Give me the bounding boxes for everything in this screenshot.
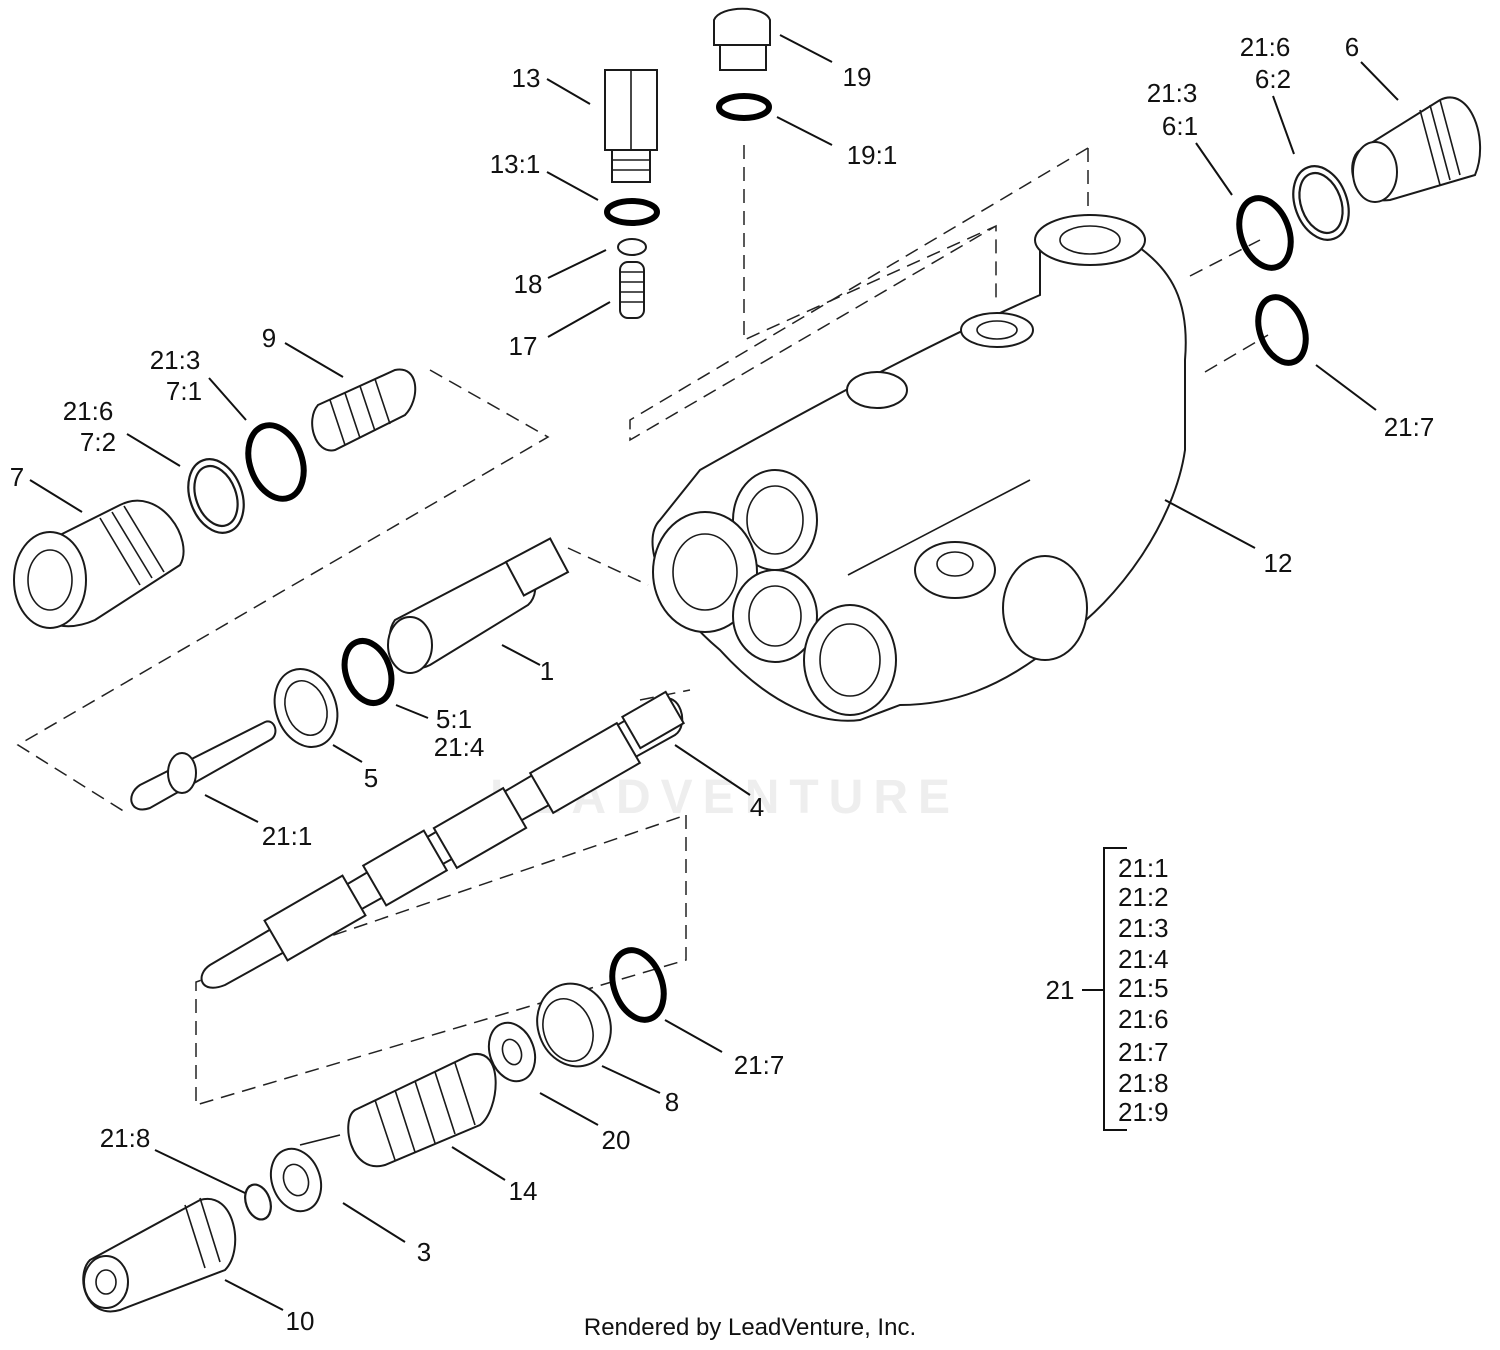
kit-21-list: 21 21:1 21:2 21:3 21:4 21:5 21:6 21:7 21… — [1046, 853, 1169, 1127]
cap-10 — [82, 1197, 237, 1313]
callout-10: 10 — [286, 1306, 315, 1336]
callout-12: 12 — [1264, 548, 1293, 578]
spring-14 — [347, 1052, 497, 1168]
callout-13: 13 — [512, 63, 541, 93]
callout-21-6-b: 21:6 — [1240, 32, 1291, 62]
kit-item: 21:6 — [1118, 1004, 1169, 1034]
fitting-7 — [13, 499, 185, 629]
kit-item: 21:4 — [1118, 944, 1169, 974]
callout-6-1: 6:1 — [1162, 111, 1198, 141]
plug-13 — [604, 69, 658, 183]
callout-7: 7 — [10, 462, 24, 492]
cup-8 — [536, 982, 612, 1068]
callout-20: 20 — [602, 1125, 631, 1155]
spacer-3 — [269, 1134, 341, 1213]
callout-4: 4 — [750, 792, 764, 822]
callout-5-1: 5:1 — [436, 704, 472, 734]
ball-18 — [617, 238, 647, 256]
callout-5: 5 — [364, 763, 378, 793]
kit-item: 21:2 — [1118, 882, 1169, 912]
callout-7-2: 7:2 — [80, 427, 116, 457]
poppet-1 — [387, 537, 570, 674]
callout-21-4: 21:4 — [434, 732, 485, 762]
callout-21-7-left: 21:7 — [734, 1050, 785, 1080]
cartridge-6 — [1351, 96, 1482, 203]
callout-21-1: 21:1 — [262, 821, 313, 851]
callout-19: 19 — [843, 62, 872, 92]
callout-leaders — [29, 34, 1399, 1311]
kit-item: 21:7 — [1118, 1037, 1169, 1067]
callout-21-3-a: 21:3 — [150, 345, 201, 375]
callout-1: 1 — [540, 656, 554, 686]
callout-3: 3 — [417, 1237, 431, 1267]
kit-item: 21:5 — [1118, 973, 1169, 1003]
callout-19-1: 19:1 — [847, 140, 898, 170]
valve-body-12 — [651, 214, 1187, 722]
callout-8: 8 — [665, 1087, 679, 1117]
sleeve-5 — [273, 668, 339, 748]
washer-20 — [487, 1021, 537, 1083]
callout-18: 18 — [514, 269, 543, 299]
plug-19 — [713, 7, 771, 71]
alignment-lines — [16, 145, 1269, 1107]
kit-item: 21:3 — [1118, 913, 1169, 943]
callout-21-3-b: 21:3 — [1147, 78, 1198, 108]
kit-item: 21:9 — [1118, 1097, 1169, 1127]
callout-6: 6 — [1345, 32, 1359, 62]
kit-label: 21 — [1046, 975, 1075, 1005]
callout-9: 9 — [262, 323, 276, 353]
callout-21-8: 21:8 — [100, 1123, 151, 1153]
callout-13-1: 13:1 — [490, 149, 541, 179]
callout-17: 17 — [509, 331, 538, 361]
pin-21-1 — [130, 720, 277, 811]
callout-14: 14 — [509, 1176, 538, 1206]
callout-21-6-a: 21:6 — [63, 396, 114, 426]
spool-4 — [200, 690, 686, 989]
callout-7-1: 7:1 — [166, 376, 202, 406]
callout-21-7-right: 21:7 — [1384, 412, 1435, 442]
kit-item: 21:8 — [1118, 1068, 1169, 1098]
footer-credit: Rendered by LeadVenture, Inc. — [583, 1314, 917, 1341]
callout-labels: 13 13:1 18 17 19 19:1 21:6 6:2 6 21:3 6:… — [10, 32, 1435, 1336]
kit-item: 21:1 — [1118, 853, 1169, 883]
seal-rings — [187, 93, 1350, 1221]
spring-9 — [311, 368, 417, 452]
spring-17 — [619, 261, 645, 319]
callout-6-2: 6:2 — [1255, 64, 1291, 94]
